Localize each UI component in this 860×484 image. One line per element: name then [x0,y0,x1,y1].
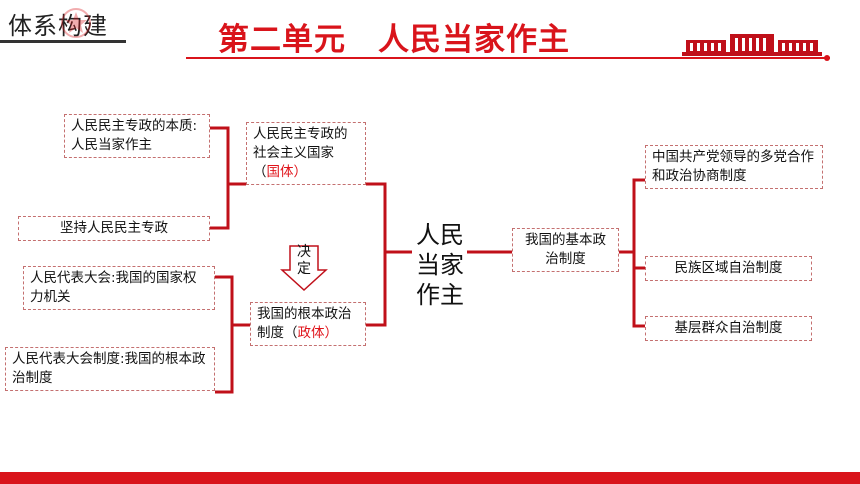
state-system-suffix: ） [293,164,308,180]
npc-system-box: 人民代表大会制度:我国的根本政治制度 [5,347,215,391]
section-underline [0,40,126,43]
state-system-box: 人民民主专政的社会主义国家（国体） [246,122,366,185]
page-title: 第二单元 人民当家作主 [218,22,570,58]
right-item-1: 中国共产党领导的多党合作和政治协商制度 [645,145,823,189]
government-system-highlight: 政体 [297,325,325,341]
government-system-box: 我国的根本政治制度（政体） [250,302,366,346]
great-hall-icon [682,34,822,56]
npc-box: 人民代表大会:我国的国家权力机关 [23,266,215,310]
emblem-icon [61,8,91,38]
essence-box: 人民民主专政的本质:人民当家作主 [64,114,210,158]
right-item-3: 基层群众自治制度 [645,316,812,341]
decide-label: 决定 [297,244,311,277]
right-item-2: 民族区域自治制度 [645,256,812,281]
basic-system-box: 我国的基本政治制度 [512,228,619,272]
section-label: 体系构建 [8,12,108,40]
title-divider [186,57,830,59]
state-system-text: 人民民主专政的社会主义国家（ [253,126,348,180]
footer-bar [0,472,860,484]
government-system-suffix: ） [324,325,339,341]
government-system-text: 我国的根本政治制度（ [257,306,352,341]
title-divider-dot [824,55,830,61]
state-system-highlight: 国体 [266,164,294,180]
persist-box: 坚持人民民主专政 [18,216,210,241]
center-node: 人民当家作主 [416,221,464,309]
